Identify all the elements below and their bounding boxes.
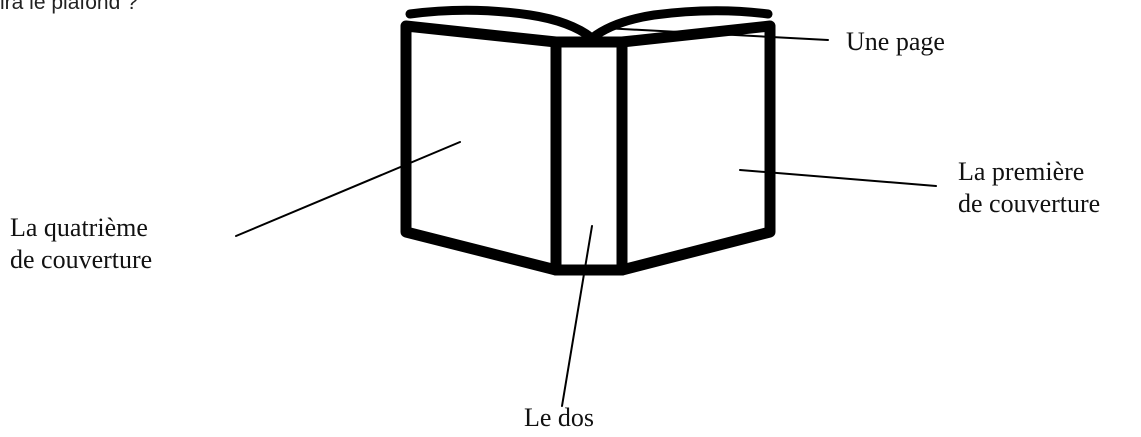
- label-front-cover: La première de couverture: [958, 156, 1100, 220]
- label-back-cover: La quatrième de couverture: [10, 212, 152, 276]
- label-page: Une page: [846, 26, 945, 58]
- book-back-cover: [406, 26, 556, 270]
- book-front-cover: [622, 26, 770, 270]
- label-spine: Le dos: [524, 402, 594, 434]
- pointer-spine: [562, 226, 592, 406]
- book-spine: [556, 42, 622, 270]
- pointer-back-cover: [236, 142, 460, 236]
